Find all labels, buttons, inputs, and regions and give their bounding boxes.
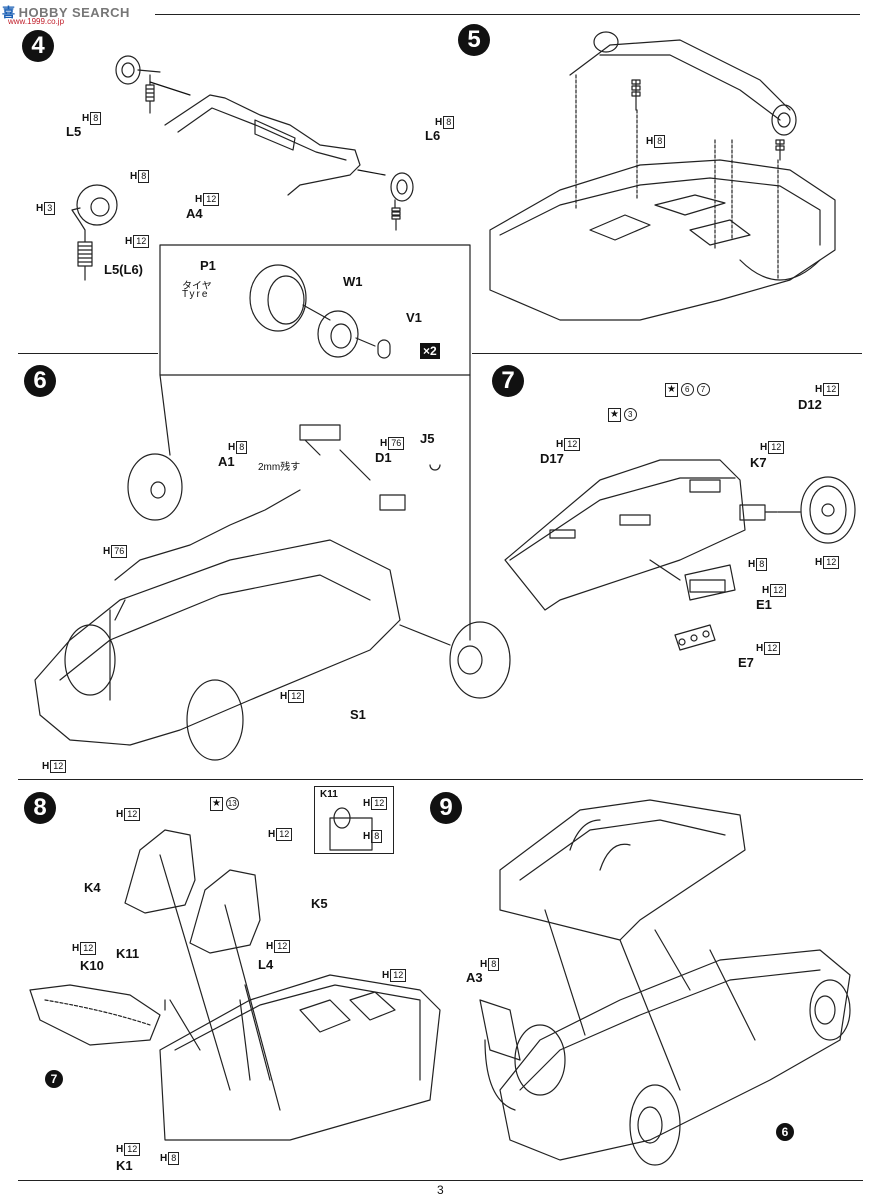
part-L5-L6: L5(L6) xyxy=(104,262,143,277)
watermark-logo: 喜 xyxy=(2,5,16,20)
step4-drawing xyxy=(71,55,414,281)
ref-star-13: ★ 13 xyxy=(210,797,239,811)
top-rule xyxy=(155,14,860,15)
part-D12: D12 xyxy=(798,397,822,412)
watermark: 喜 HOBBY SEARCH www.1999.co.jp xyxy=(2,2,130,26)
part-V1: V1 xyxy=(406,310,422,325)
part-E1: E1 xyxy=(756,597,772,612)
part-K10: K10 xyxy=(80,958,104,973)
part-L6: L6 xyxy=(425,128,441,143)
divider-row2 xyxy=(18,779,863,780)
step6-drawing xyxy=(34,424,511,761)
tyre-jp-label: タイヤ xyxy=(182,281,212,292)
step-7-number: 7 xyxy=(492,365,524,397)
divider-row1-left xyxy=(18,353,158,354)
part-L4: L4 xyxy=(258,957,274,972)
part-K5: K5 xyxy=(311,896,328,911)
note-2mm: 2mm残す xyxy=(258,462,301,473)
part-K7: K7 xyxy=(750,455,767,470)
step-ref-7: 7 xyxy=(45,1070,63,1088)
step7-drawing xyxy=(504,459,856,651)
step-6-number: 6 xyxy=(24,365,56,397)
multiplier-badge: ×2 xyxy=(420,343,440,359)
ref-star-6-7: ★ 6 7 xyxy=(665,383,710,397)
part-K11-detail: K11 xyxy=(320,789,338,800)
step-8-number: 8 xyxy=(24,792,56,824)
step-5-number: 5 xyxy=(458,24,490,56)
step9-drawing xyxy=(479,799,851,1166)
step8-drawing xyxy=(29,807,441,1141)
part-J5: J5 xyxy=(420,431,435,446)
part-A4: A4 xyxy=(186,206,203,221)
step6-callout xyxy=(159,244,471,641)
step5-drawing xyxy=(489,31,836,321)
watermark-brand: HOBBY SEARCH xyxy=(18,5,130,20)
part-S1: S1 xyxy=(350,707,366,722)
ref-star-3: ★ 3 xyxy=(608,408,637,422)
watermark-url: www.1999.co.jp xyxy=(8,17,65,26)
part-A1: A1 xyxy=(218,454,235,469)
part-K4: K4 xyxy=(84,880,101,895)
step-ref-6: 6 xyxy=(776,1123,794,1141)
page-number: 3 xyxy=(437,1183,444,1197)
part-D1: D1 xyxy=(375,450,392,465)
part-K11: K11 xyxy=(116,946,140,961)
divider-row1-right xyxy=(472,353,862,354)
part-W1: W1 xyxy=(343,274,363,289)
bottom-rule xyxy=(18,1180,863,1181)
part-E7: E7 xyxy=(738,655,754,670)
part-K1: K1 xyxy=(116,1158,133,1173)
part-A3: A3 xyxy=(466,970,483,985)
step-9-number: 9 xyxy=(430,792,462,824)
tyre-en-label: Tyre xyxy=(182,289,210,300)
part-D17: D17 xyxy=(540,451,564,466)
part-L5: L5 xyxy=(66,124,82,139)
part-P1: P1 xyxy=(200,258,216,273)
step-4-number: 4 xyxy=(22,30,54,62)
k11-detail-box xyxy=(314,786,394,854)
